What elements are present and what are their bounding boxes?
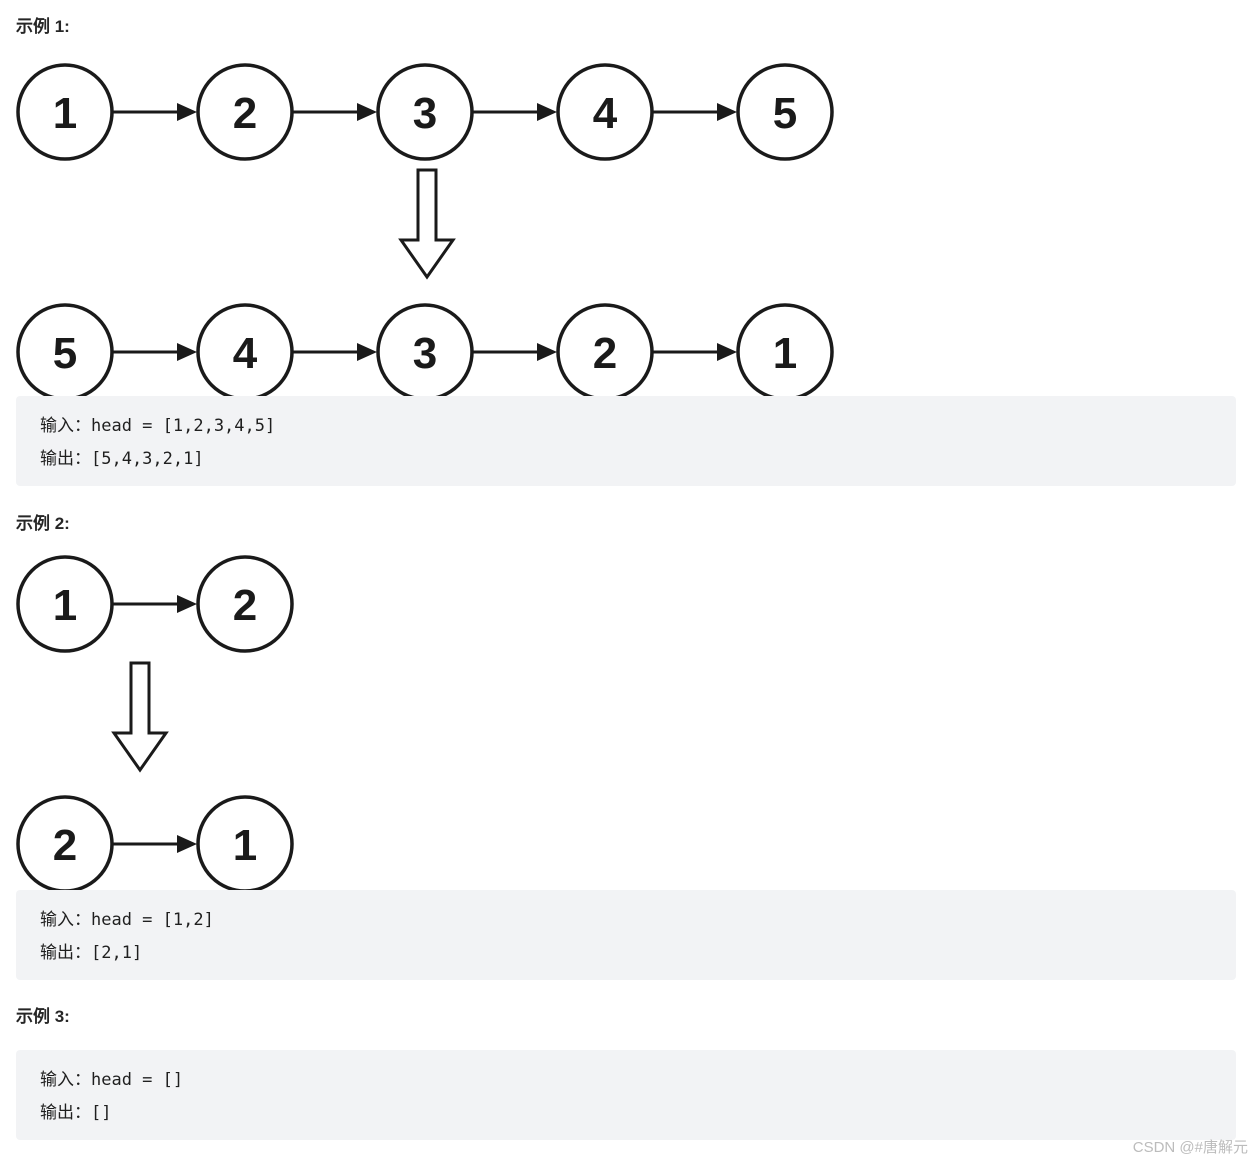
list-node-value: 1 — [53, 89, 77, 138]
input-label: 输入： — [40, 416, 91, 436]
list-node-value: 2 — [233, 581, 257, 630]
list-node-circle — [16, 555, 114, 653]
output-label: 输出： — [40, 449, 91, 469]
example-3-output-line: 输出：[] — [40, 1096, 1212, 1129]
list-node-value: 5 — [53, 329, 77, 378]
example-1-heading: 示例 1: — [16, 17, 70, 36]
input-label: 输入： — [40, 910, 91, 930]
next-pointer-arrowhead-icon — [717, 343, 737, 361]
next-pointer-arrowhead-icon — [177, 343, 197, 361]
example-3-heading: 示例 3: — [16, 1007, 70, 1026]
example-3-io-block: 输入：head = [] 输出：[] — [16, 1050, 1236, 1140]
reverse-transform-arrow-icon — [111, 661, 169, 773]
list-node-value: 2 — [233, 89, 257, 138]
list-node-value: 2 — [593, 329, 617, 378]
example-3-input-line: 输入：head = [] — [40, 1063, 1212, 1096]
down-arrow-shape — [398, 168, 456, 280]
output-value: [5,4,3,2,1] — [91, 449, 204, 469]
list-node-value: 4 — [593, 89, 618, 138]
list-node-circle — [736, 63, 834, 161]
input-value: head = [] — [91, 1070, 184, 1090]
list-node-value: 4 — [233, 329, 258, 378]
next-pointer-arrowhead-icon — [717, 103, 737, 121]
list-node-value: 1 — [53, 581, 77, 630]
next-pointer-arrowhead-icon — [357, 343, 377, 361]
example-2-io-block: 输入：head = [1,2] 输出：[2,1] — [16, 890, 1236, 980]
input-value: head = [1,2] — [91, 910, 214, 930]
list-node-circle — [196, 63, 294, 161]
example-2-output-line: 输出：[2,1] — [40, 936, 1212, 969]
list-node-value: 2 — [53, 821, 77, 870]
csdn-watermark: CSDN @#唐解元 — [1132, 1139, 1248, 1156]
list-node-value: 3 — [413, 329, 437, 378]
input-label: 输入： — [40, 1070, 91, 1090]
list-node-value: 3 — [413, 89, 437, 138]
example-1-linked-list-before: 1 2 3 4 5 — [16, 63, 834, 161]
list-node-value: 1 — [773, 329, 797, 378]
next-pointer-arrowhead-icon — [537, 103, 557, 121]
next-pointer-arrowhead-icon — [177, 835, 197, 853]
example-1-linked-list-after: 5 4 3 2 1 — [16, 303, 834, 401]
list-node-value: 5 — [773, 89, 797, 138]
next-pointer-arrowhead-icon — [177, 595, 197, 613]
next-pointer-arrowhead-icon — [357, 103, 377, 121]
list-node-circle — [16, 63, 114, 161]
example-1-io-block: 输入：head = [1,2,3,4,5] 输出：[5,4,3,2,1] — [16, 396, 1236, 486]
list-node-circle — [196, 555, 294, 653]
reverse-transform-arrow-icon — [398, 168, 456, 280]
output-value: [2,1] — [91, 943, 143, 963]
example-1-input-line: 输入：head = [1,2,3,4,5] — [40, 409, 1212, 442]
list-node-circle — [556, 63, 654, 161]
next-pointer-arrowhead-icon — [537, 343, 557, 361]
input-value: head = [1,2,3,4,5] — [91, 416, 276, 436]
list-node-value: 1 — [233, 821, 257, 870]
output-label: 输出： — [40, 943, 91, 963]
example-2-heading: 示例 2: — [16, 514, 70, 533]
example-1-output-line: 输出：[5,4,3,2,1] — [40, 442, 1212, 475]
example-2-input-line: 输入：head = [1,2] — [40, 903, 1212, 936]
output-value: [] — [91, 1103, 112, 1123]
next-pointer-arrowhead-icon — [177, 103, 197, 121]
output-label: 输出： — [40, 1103, 91, 1123]
list-node-circle — [376, 63, 474, 161]
down-arrow-shape — [111, 661, 169, 773]
